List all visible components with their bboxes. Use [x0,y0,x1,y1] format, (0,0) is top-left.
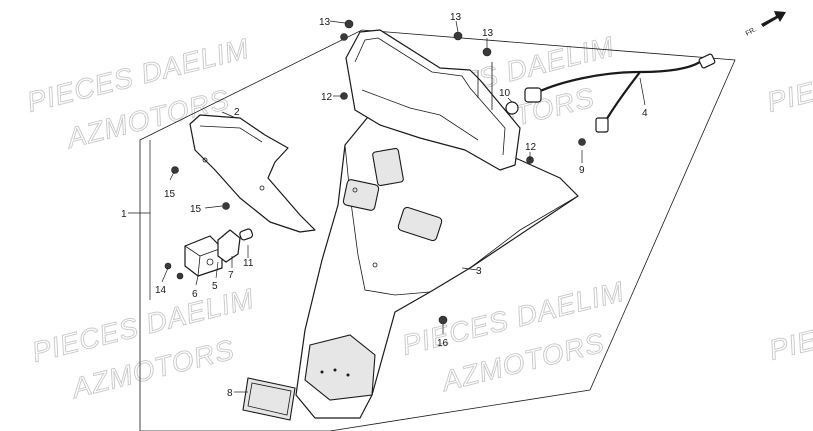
callout-4: 4 [642,108,648,119]
watermark-text: PIE [764,76,813,118]
front-direction-indicator: FR. [745,11,786,38]
reflector-part [242,377,296,421]
leader-lines [128,20,646,393]
callout-9: 9 [579,165,585,176]
callout-13: 13 [319,17,331,28]
upper-bracket-part [345,29,521,187]
watermark-text: PIE [766,324,813,366]
callout-12: 12 [525,142,537,153]
rear-fender-part [295,111,579,419]
fastener-group [164,19,586,325]
license-light-part [184,228,254,277]
side-cover-part [189,114,316,233]
callout-14: 14 [155,285,167,296]
front-arrow-icon [761,11,786,27]
wire-harness-part [505,53,716,133]
callout-13: 13 [450,12,462,23]
callout-1: 1 [121,209,127,220]
callout-15: 15 [164,189,176,200]
callout-16: 16 [437,338,449,349]
callout-13: 13 [482,28,494,39]
callout-8: 8 [227,388,233,399]
callout-2: 2 [234,107,240,118]
callout-5: 5 [212,281,218,292]
callout-11: 11 [243,258,254,269]
front-direction-label: FR. [745,26,758,38]
callout-15: 15 [190,204,202,215]
assembly-outline [139,29,736,431]
callout-10: 10 [499,88,511,99]
callout-12: 12 [321,92,333,103]
callout-3: 3 [476,266,482,277]
callout-6: 6 [192,289,198,300]
callout-7: 7 [228,270,234,281]
callout-labels: 1 2 3 4 5 6 7 8 9 10 11 12 12 13 13 13 1… [121,12,648,399]
